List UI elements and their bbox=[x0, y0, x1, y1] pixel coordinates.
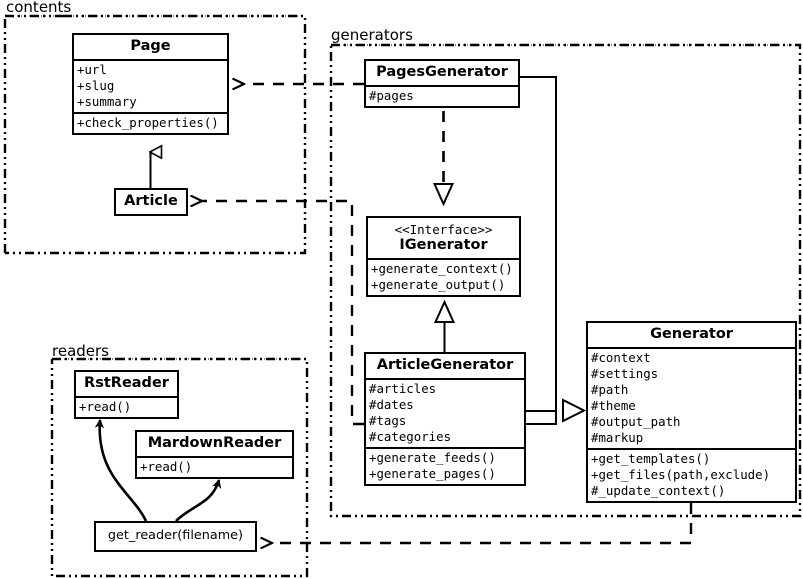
class-attributes-generator: #context #settings #path #theme #output_… bbox=[588, 346, 795, 448]
class-title-pagesgenerator: PagesGenerator bbox=[376, 64, 508, 80]
class-box-rstreader[interactable]: RstReader +read() bbox=[74, 370, 179, 419]
class-box-page[interactable]: Page +url +slug +summary +check_properti… bbox=[72, 33, 229, 135]
class-box-article[interactable]: Article bbox=[114, 188, 188, 216]
class-attribute: #markup bbox=[591, 429, 644, 445]
class-method: +read() bbox=[140, 458, 193, 474]
class-method: +read() bbox=[79, 398, 132, 414]
class-method: +generate_pages() bbox=[369, 465, 496, 481]
class-box-generator[interactable]: Generator #context #settings #path #them… bbox=[586, 321, 797, 503]
class-attribute: #settings bbox=[591, 365, 659, 381]
class-attribute: #path bbox=[591, 381, 629, 397]
connector-generator-uses-getreader bbox=[272, 503, 693, 543]
class-title-igenerator: <<Interface>> IGenerator bbox=[368, 218, 519, 258]
class-method: +check_properties() bbox=[77, 114, 219, 130]
connector-generators-extend-generator bbox=[520, 76, 587, 425]
class-box-mardownreader[interactable]: MardownReader +read() bbox=[135, 430, 294, 479]
class-method: +get_templates() bbox=[591, 450, 711, 466]
class-attribute: +summary bbox=[77, 93, 137, 109]
package-label-contents: contents bbox=[6, 0, 72, 16]
function-box-get-reader[interactable]: get_reader(filename) bbox=[94, 521, 257, 552]
class-methods-page: +check_properties() bbox=[74, 111, 227, 133]
package-label-readers: readers bbox=[52, 342, 109, 360]
class-attribute: #tags bbox=[369, 412, 407, 428]
connector-articlegenerator-uses-article bbox=[202, 201, 364, 426]
class-attribute: #theme bbox=[591, 397, 636, 413]
class-methods-rstreader: +read() bbox=[76, 395, 177, 417]
class-method: +generate_feeds() bbox=[369, 449, 496, 465]
class-name-igenerator: IGenerator bbox=[399, 237, 488, 253]
class-stereotype-igenerator: <<Interface>> bbox=[394, 222, 493, 237]
class-method: +get_files(path,exclude) bbox=[591, 466, 771, 482]
class-method: +generate_context() bbox=[371, 260, 513, 276]
class-methods-mardownreader: +read() bbox=[137, 455, 292, 477]
class-attribute: #categories bbox=[369, 428, 452, 444]
class-box-igenerator[interactable]: <<Interface>> IGenerator +generate_conte… bbox=[366, 216, 521, 297]
class-methods-articlegenerator: +generate_feeds() +generate_pages() bbox=[366, 446, 524, 484]
class-attribute: #context bbox=[591, 349, 651, 365]
class-attribute: +slug bbox=[77, 77, 115, 93]
class-title-generator: Generator bbox=[650, 326, 733, 342]
package-label-generators: generators bbox=[331, 26, 413, 44]
class-attributes-pagesgenerator: #pages bbox=[366, 84, 518, 106]
class-title-articlegenerator: ArticleGenerator bbox=[376, 357, 514, 373]
class-attribute: #articles bbox=[369, 380, 437, 396]
class-method: +generate_output() bbox=[371, 276, 506, 292]
class-methods-igenerator: +generate_context() +generate_output() bbox=[368, 257, 519, 295]
class-title-mardownreader: MardownReader bbox=[147, 435, 282, 451]
class-box-articlegenerator[interactable]: ArticleGenerator #articles #dates #tags … bbox=[364, 352, 526, 486]
class-method: #_update_context() bbox=[591, 482, 726, 498]
class-attribute: #output_path bbox=[591, 413, 681, 429]
class-attributes-page: +url +slug +summary bbox=[74, 58, 227, 112]
class-box-pagesgenerator[interactable]: PagesGenerator #pages bbox=[364, 59, 520, 108]
class-attributes-articlegenerator: #articles #dates #tags #categories bbox=[366, 377, 524, 447]
class-title-page: Page bbox=[130, 38, 171, 54]
connector-getreader-creates-mardownreader bbox=[175, 479, 222, 522]
class-title-rstreader: RstReader bbox=[84, 375, 169, 391]
class-attribute: +url bbox=[77, 61, 107, 77]
connector-pagesgenerator-realizes-igenerator bbox=[432, 111, 455, 207]
class-attribute: #pages bbox=[369, 87, 414, 103]
class-attribute: #dates bbox=[369, 396, 414, 412]
function-label-get-reader: get_reader(filename) bbox=[107, 528, 244, 543]
class-title-article: Article bbox=[124, 193, 178, 209]
connector-articlegenerator-realizes-igenerator bbox=[433, 299, 456, 352]
class-methods-generator: +get_templates() +get_files(path,exclude… bbox=[588, 447, 795, 501]
